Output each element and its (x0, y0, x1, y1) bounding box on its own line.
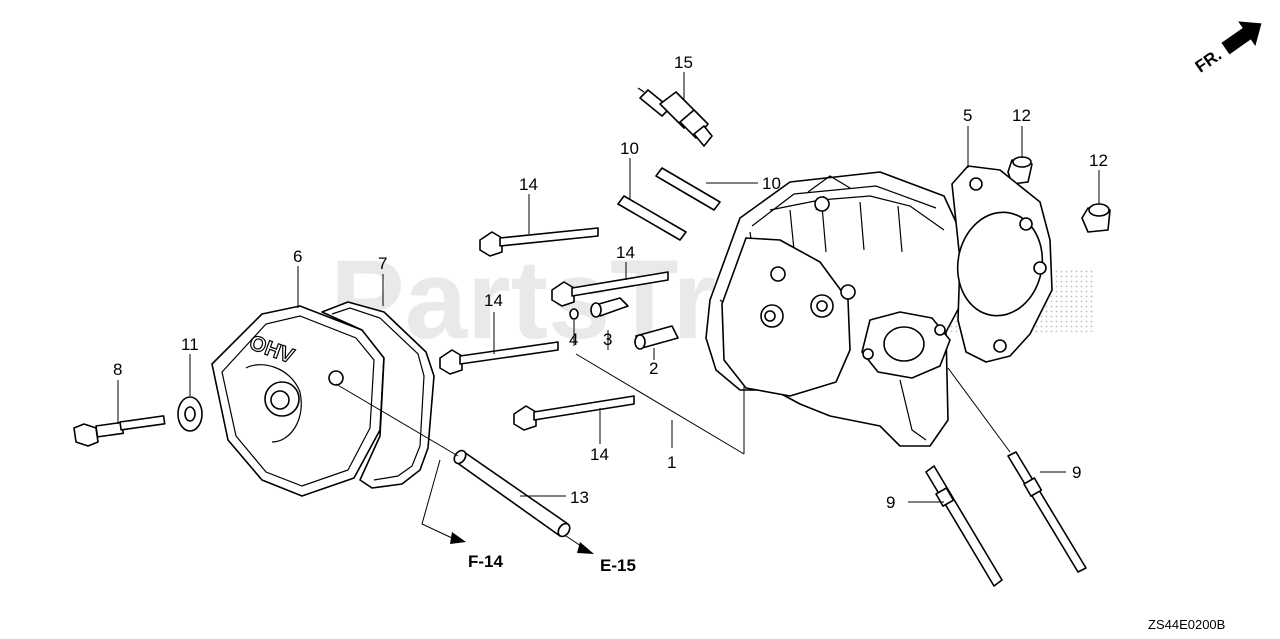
callout-10: 10 (620, 139, 639, 158)
callout-14: 14 (484, 291, 503, 310)
callout-12: 12 (1012, 106, 1031, 125)
callout-10: 10 (762, 174, 781, 193)
front-direction-indicator: FR. (1192, 21, 1262, 76)
diagram-code: ZS44E0200B (1148, 617, 1225, 632)
callout-2: 2 (649, 359, 658, 378)
callout-14: 14 (616, 243, 635, 262)
studs-9 (925, 451, 1087, 587)
arrow-head-icon (450, 532, 466, 544)
dowel-pins-12 (1007, 156, 1111, 233)
bolt-14-c (439, 341, 559, 375)
flange-bolts-14 (439, 227, 669, 431)
arrow-head-icon (577, 542, 594, 554)
flange-bolt-8 (73, 415, 166, 447)
callout-5: 5 (963, 106, 972, 125)
bolt-14-a (479, 227, 599, 257)
callout-14: 14 (519, 175, 538, 194)
bolt-14-b (551, 271, 669, 307)
pin-3 (590, 297, 629, 318)
reference-e-15: E-15 (600, 556, 636, 575)
callout-9: 9 (886, 493, 895, 512)
reference-arrows (421, 459, 594, 554)
head-cover: OHV (211, 305, 385, 497)
callout-labels: 1 2 3 4 5 6 7 8 9 9 10 10 11 12 12 13 14… (113, 53, 1108, 512)
callout-14: 14 (590, 445, 609, 464)
spark-plug (637, 87, 713, 147)
head-cover-gasket (321, 301, 435, 489)
bolt-14-d (513, 395, 635, 431)
callout-4: 4 (569, 330, 578, 349)
callout-9: 9 (1072, 463, 1081, 482)
washer-11 (177, 396, 203, 432)
callout-7: 7 (378, 254, 387, 273)
stud-bolts-10 (617, 167, 721, 241)
callout-11: 11 (181, 335, 199, 354)
o-ring-4 (569, 308, 579, 320)
front-direction-label: FR. (1192, 45, 1225, 76)
callout-3: 3 (603, 330, 612, 349)
callout-6: 6 (293, 247, 302, 266)
callout-1: 1 (667, 453, 676, 472)
breather-tube (453, 449, 571, 538)
reference-f-14: F-14 (468, 552, 504, 571)
cylinder-head-gasket (951, 165, 1053, 363)
callout-15: 15 (674, 53, 693, 72)
callout-13: 13 (570, 488, 589, 507)
leader-lines (117, 72, 1100, 503)
pin-2 (634, 325, 679, 350)
callout-8: 8 (113, 360, 122, 379)
cylinder-head (705, 171, 969, 447)
front-arrow-icon (1221, 21, 1262, 55)
callout-12: 12 (1089, 151, 1108, 170)
